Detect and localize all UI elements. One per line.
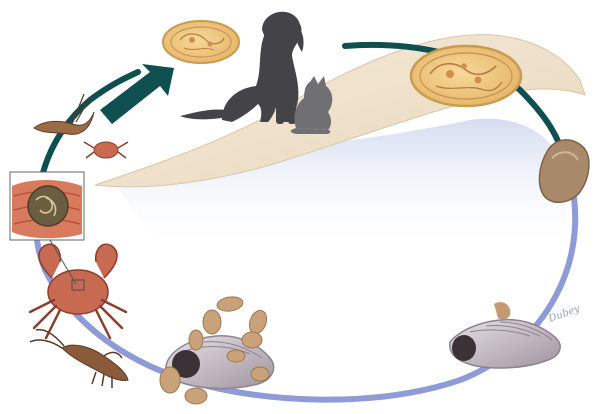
egg-in-feces xyxy=(163,21,239,63)
crab-icon xyxy=(30,244,126,338)
small-crayfish-icon xyxy=(34,94,94,134)
metacercaria-inset xyxy=(10,172,84,240)
snail-with-cercariae xyxy=(160,295,274,404)
crayfish-icon xyxy=(30,330,128,388)
embryonated-egg xyxy=(411,46,521,106)
small-crab-icon xyxy=(84,142,128,158)
